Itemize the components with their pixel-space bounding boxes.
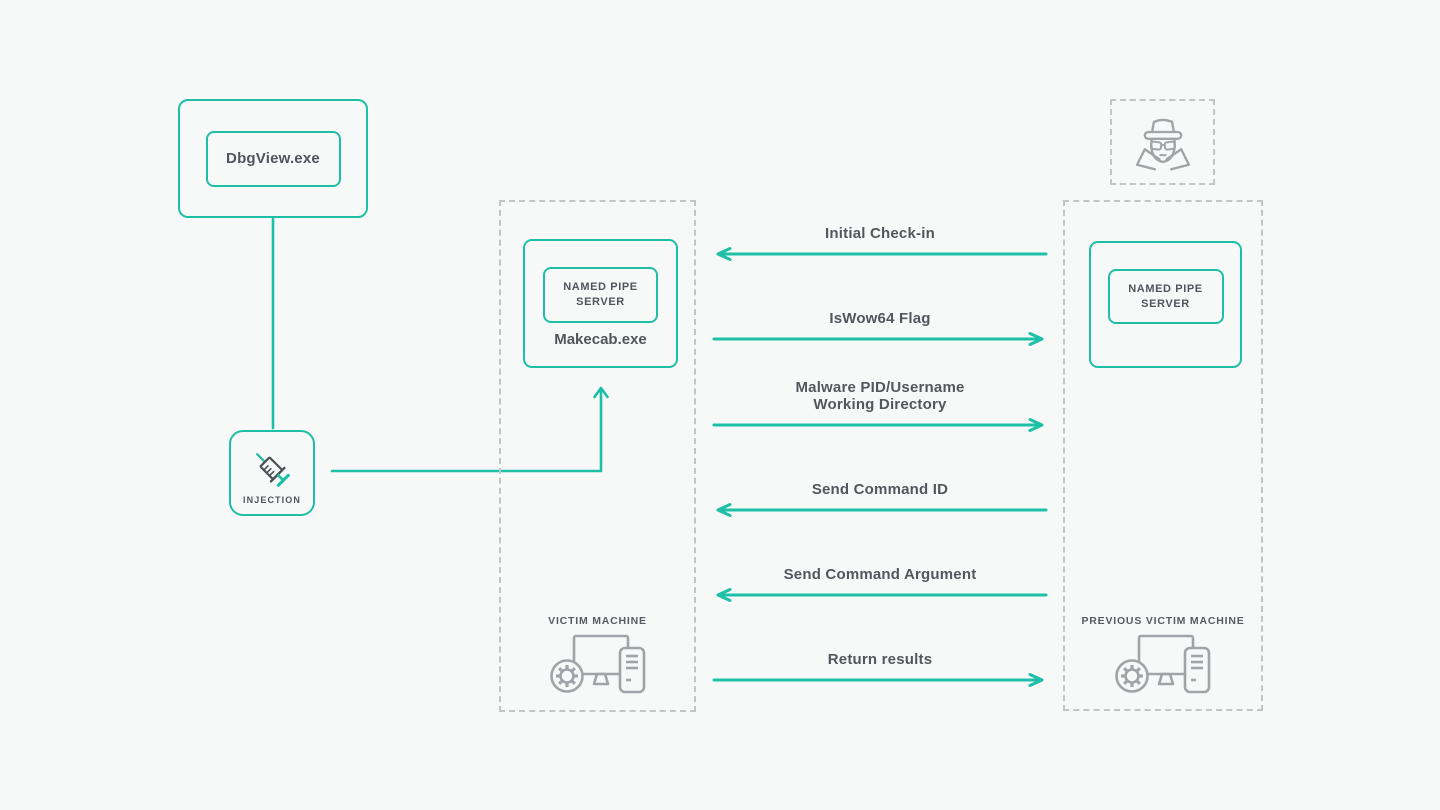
arrow-right-icon [712, 673, 1044, 687]
makecab-box: NAMED PIPE SERVER Makecab.exe [523, 239, 678, 368]
attacker-box [1110, 99, 1215, 185]
makecab-label: Makecab.exe [554, 331, 647, 348]
message-label: Send Command Argument [783, 566, 977, 583]
victim-machine-box: NAMED PIPE SERVER Makecab.exe VICTIM MAC… [499, 200, 696, 712]
message-return-results: Return results [712, 651, 1048, 688]
computer-gear-icon [549, 634, 646, 701]
dbgview-label: DbgView.exe [226, 150, 320, 167]
injection-box: INJECTION [229, 430, 315, 516]
message-label: Return results [827, 651, 933, 668]
victim-pipe-server-label: NAMED PIPE SERVER [563, 281, 638, 308]
message-label: Send Command ID [811, 481, 949, 498]
dbgview-outer-box: DbgView.exe [178, 99, 368, 218]
message-label: Malware PID/Username [795, 379, 965, 396]
arrow-left-icon [716, 588, 1048, 602]
injection-label: INJECTION [243, 495, 301, 505]
previous-pipe-outer-box: NAMED PIPE SERVER [1089, 241, 1242, 368]
message-send-command-argument: Send Command Argument [712, 566, 1048, 603]
victim-pipe-server-box: NAMED PIPE SERVER [543, 267, 658, 323]
previous-victim-machine-box: NAMED PIPE SERVER PREVIOUS VICTIM MACHIN… [1063, 200, 1263, 711]
computer-gear-icon [1115, 634, 1211, 701]
previous-pipe-server-box: NAMED PIPE SERVER [1107, 269, 1224, 324]
message-iswow64-flag: IsWow64 Flag [712, 310, 1048, 347]
spy-icon [1135, 118, 1190, 171]
arrow-right-icon [712, 418, 1044, 432]
message-malware-pid: Malware PID/Username Working Directory [712, 379, 1048, 433]
message-label: IsWow64 Flag [829, 310, 931, 327]
dbgview-inner-box: DbgView.exe [205, 130, 341, 187]
message-label: Initial Check-in [825, 225, 935, 242]
arrow-right-icon [712, 332, 1044, 346]
previous-victim-machine-title: PREVIOUS VICTIM MACHINE [1081, 615, 1245, 627]
arrow-left-icon [716, 503, 1048, 517]
message-send-command-id: Send Command ID [712, 481, 1048, 518]
previous-pipe-server-label: NAMED PIPE SERVER [1128, 282, 1203, 310]
message-initial-check-in: Initial Check-in [712, 225, 1048, 262]
syringe-icon [256, 453, 290, 487]
message-label: Working Directory [813, 396, 947, 413]
arrow-left-icon [716, 247, 1048, 261]
victim-machine-title: VICTIM MACHINE [548, 615, 647, 627]
